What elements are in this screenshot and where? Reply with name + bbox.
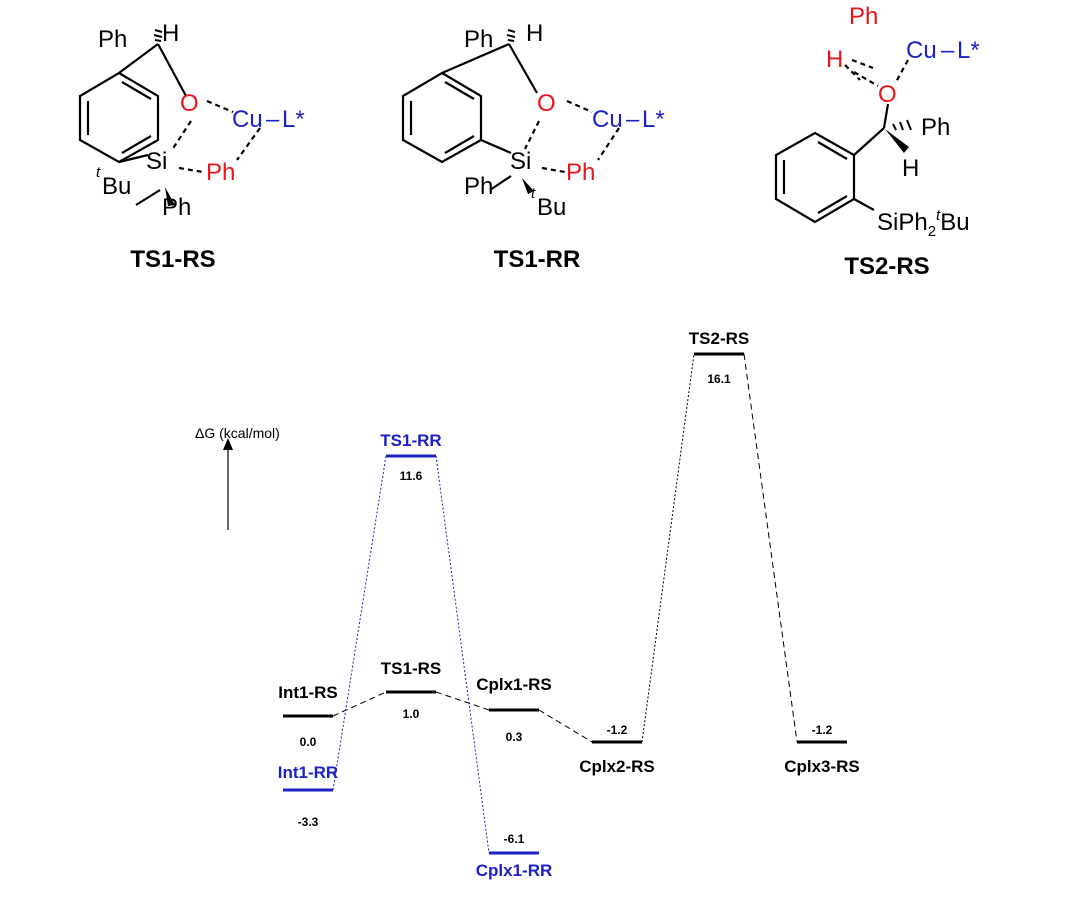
hash-bond [153, 29, 163, 42]
atom-oxygen: O [180, 90, 199, 117]
atom-ph: Ph [921, 114, 950, 141]
atom-siph: SiPh [877, 209, 928, 236]
bonds [118, 43, 261, 206]
level-name: Cplx3-RS [784, 757, 860, 776]
level-value: 1.0 [403, 707, 420, 721]
level-int1-rs: Int1-RS 0.0 [278, 683, 338, 749]
atom-butyl: Bu [537, 194, 566, 221]
level-int1-rr: Int1-RR -3.3 [278, 763, 338, 829]
atom-oxygen: O [537, 90, 556, 117]
structure-caption: TS1-RR [494, 246, 581, 273]
benzene-ring [774, 131, 856, 224]
wedge-bond [885, 129, 909, 153]
atom-h: H [162, 20, 179, 47]
structure-ts1-rs: Ph H O Cu – L* Si t Bu Ph Ph TS1-RS [78, 20, 305, 273]
atom-hydride: H [826, 46, 843, 73]
level-value: -6.1 [504, 832, 525, 846]
atom-h: H [526, 20, 543, 47]
level-value: -3.3 [298, 815, 319, 829]
hash-bond [506, 29, 516, 42]
structure-caption: TS2-RS [844, 253, 929, 280]
silyl-group: SiPh2tBu [877, 207, 970, 240]
atom-silicon: Si [146, 148, 167, 175]
level-value: -1.2 [607, 723, 628, 737]
axis-label: ΔG (kcal/mol) [195, 425, 280, 441]
connectors [332, 353, 798, 854]
level-value: 16.1 [707, 372, 731, 386]
atom-ph: Ph [98, 26, 127, 53]
bonds [441, 42, 620, 191]
atom-ph-migrating: Ph [566, 159, 595, 186]
atom-ph: Ph [464, 26, 493, 53]
level-cplx1-rr: Cplx1-RR -6.1 [476, 832, 553, 880]
wedge-bond [165, 187, 175, 206]
atom-ph: Ph [464, 173, 493, 200]
structure-ts2-rs: Ph H Cu – L* O Ph H SiPh2tBu TS2-RS [774, 3, 980, 280]
level-ts1-rs: TS1-RS 1.0 [381, 659, 441, 721]
level-name: TS1-RS [381, 659, 441, 678]
tert-prefix: t [531, 185, 536, 202]
atom-copper: Cu [592, 106, 623, 133]
atom-ph-migrating: Ph [206, 159, 235, 186]
atom-butyl: Bu [940, 209, 969, 236]
wedge-bond [522, 178, 534, 194]
atom-oxygen: O [878, 81, 897, 108]
atom-butyl: Bu [102, 173, 131, 200]
level-ts1-rr: TS1-RR 11.6 [380, 431, 441, 483]
atom-h: H [902, 155, 919, 182]
level-value: 0.0 [300, 735, 317, 749]
level-value: -1.2 [812, 723, 833, 737]
level-ts2-rs: TS2-RS 16.1 [689, 329, 749, 386]
atom-ligand: L* [957, 37, 980, 64]
bond-dash: – [626, 106, 640, 133]
bond-dash: – [941, 37, 955, 64]
level-name: TS2-RS [689, 329, 749, 348]
level-name: Int1-RR [278, 763, 338, 782]
connector-rs [332, 691, 387, 717]
tert-prefix: t [96, 164, 101, 181]
level-name: TS1-RR [380, 431, 441, 450]
atom-copper: Cu [906, 37, 937, 64]
level-name: Cplx2-RS [579, 757, 655, 776]
structure-caption: TS1-RS [130, 246, 215, 273]
benzene-ring [401, 71, 483, 164]
structure-ts1-rr: Ph H O Cu – L* Si Ph Ph t Bu TS1-RR [401, 20, 665, 273]
energy-diagram: ΔG (kcal/mol) Int1-RS0.0TS1-RS1.0Cplx1-R… [195, 329, 860, 880]
connector-rs [743, 353, 798, 743]
connector-rs [641, 353, 695, 743]
level-cplx3-rs: Cplx3-RS -1.2 [784, 723, 860, 776]
atom-copper: Cu [232, 106, 263, 133]
bond-dash: – [266, 106, 280, 133]
level-cplx2-rs: Cplx2-RS -1.2 [579, 723, 655, 776]
connector-rr [332, 455, 387, 791]
level-name: Cplx1-RS [476, 675, 552, 694]
connector-rs [435, 691, 490, 711]
connector-rs [538, 709, 593, 743]
atom-ph: Ph [162, 194, 191, 221]
level-name: Int1-RS [278, 683, 338, 702]
connector-rr [435, 455, 490, 854]
level-value: 0.3 [506, 730, 523, 744]
level-name: Cplx1-RR [476, 861, 553, 880]
atom-ph-migrating: Ph [849, 3, 878, 30]
level-value: 11.6 [400, 469, 423, 483]
tert-prefix: t [936, 207, 941, 224]
atom-ligand: L* [642, 106, 665, 133]
bonds [844, 58, 909, 211]
hash-bond [892, 119, 912, 131]
atom-silicon: Si [510, 148, 531, 175]
atom-ligand: L* [282, 106, 305, 133]
level-cplx1-rs: Cplx1-RS 0.3 [476, 675, 552, 744]
subscript-2: 2 [928, 223, 936, 240]
